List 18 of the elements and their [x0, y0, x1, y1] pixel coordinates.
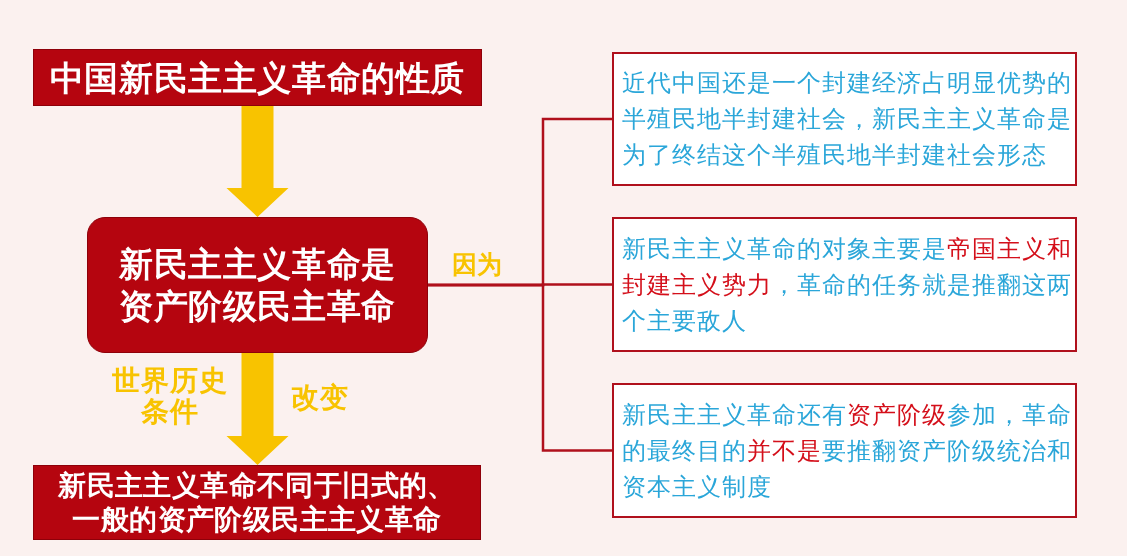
result-text: 新民主主义革命不同于旧式的、一般的资产阶级民主主义革命 [57, 468, 457, 537]
connector-line [428, 283, 612, 452]
reason-box [612, 52, 1077, 186]
reason-box [612, 217, 1077, 352]
block-arrow [226, 353, 289, 465]
statement-box [87, 217, 428, 353]
heading-banner [33, 49, 482, 106]
statement-text: 新民主主义革命是资产阶级民主革命 [118, 243, 397, 327]
block-arrow [226, 106, 289, 217]
reason-text: 新民主主义革命还有资产阶级参加，革命的最终目的并不是要推翻资产阶级统治和资本主义制度 [622, 399, 1073, 503]
reason-text: 新民主主义革命的对象主要是帝国主义和封建主义势力，革命的任务就是推翻这两个主要敌人 [622, 233, 1073, 337]
arrow-caption: 世界历史条件 [111, 365, 229, 427]
edge-label: 因为 [452, 250, 502, 280]
result-banner [33, 465, 481, 540]
heading-text: 中国新民主主义革命的性质 [48, 57, 467, 98]
reason-box [612, 383, 1077, 518]
arrow-caption: 改变 [290, 382, 350, 413]
reason-text: 近代中国还是一个封建经济占明显优势的半殖民地半封建社会，新民主主义革命是为了终结这个半殖民地半封建社会形态 [622, 68, 1073, 171]
